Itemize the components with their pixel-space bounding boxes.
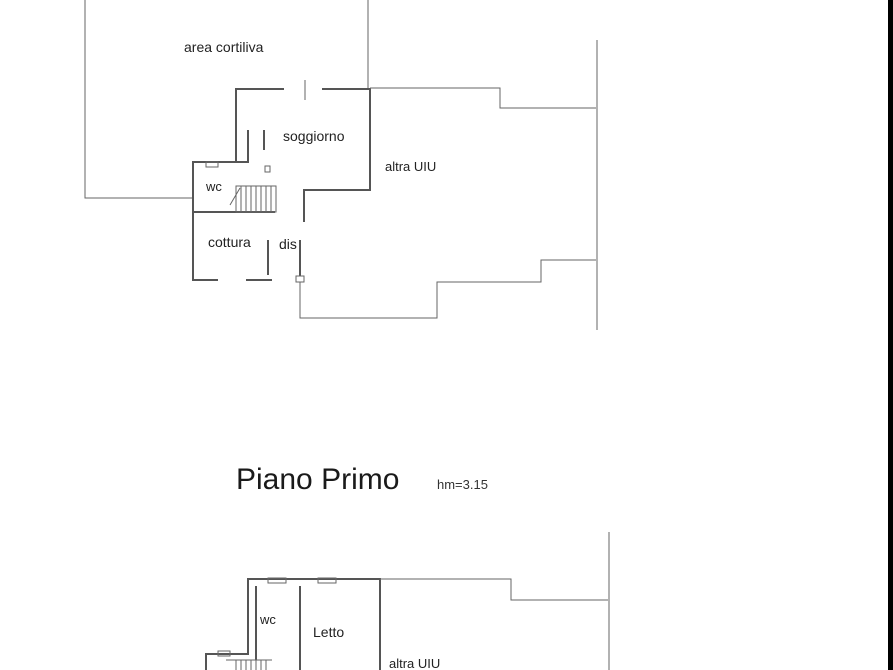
other-unit-boundary [370,87,596,109]
interior-wall-wc [236,130,249,163]
label-soggiorno: soggiorno [283,128,345,144]
first-floor-other-unit-boundary [380,578,608,601]
column [295,275,305,283]
label-first-floor-wc: wc [259,612,276,627]
label-cottura: cottura [208,234,251,250]
label-altra-uiu: altra UIU [385,159,436,174]
label-first-floor-altra-uiu: altra UIU [389,656,440,670]
courtyard-boundary [84,0,193,199]
window-3 [217,650,231,657]
label-dis: dis [279,236,297,252]
ground-floor-plan: area cortiliva soggiorno altra UIU wc co… [84,0,598,330]
window-wc [205,161,219,168]
window-1 [267,577,287,584]
ceiling-height-note: hm=3.15 [437,477,488,492]
staircase [229,185,277,213]
label-area-cortiliva: area cortiliva [184,39,264,55]
label-wc: wc [205,179,222,194]
first-floor-plan: wc Letto altra UIU [205,532,610,670]
exterior-wall-top-right [303,88,371,222]
window-2 [317,577,337,584]
first-floor-exterior-wall [205,578,381,670]
other-unit-boundary-bottom [299,259,596,319]
label-letto: Letto [313,624,344,640]
first-floor-staircase [226,659,272,670]
fixture-mark [264,165,271,173]
first-floor-title: Piano Primo [236,463,399,496]
